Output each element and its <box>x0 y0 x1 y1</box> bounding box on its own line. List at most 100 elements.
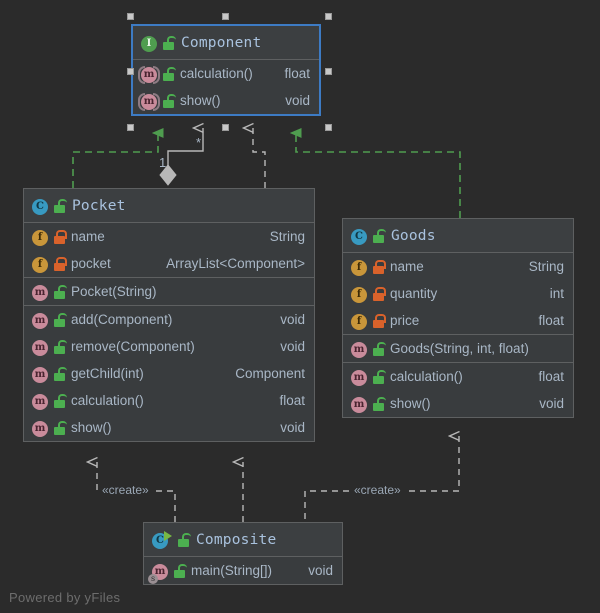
selection-handle-sw[interactable] <box>127 124 134 131</box>
field-icon: f <box>351 312 367 330</box>
selection-handle-e[interactable] <box>325 68 332 75</box>
goods-title-compartment: C Goods <box>343 219 573 252</box>
member-type: void <box>285 93 310 108</box>
field-row[interactable]: f pocket ArrayList<Component> <box>24 250 314 277</box>
method-name: getChild(int) <box>71 366 144 381</box>
pocket-title-row[interactable]: C Pocket <box>24 189 314 222</box>
method-row[interactable]: m remove(Component) void <box>24 333 314 360</box>
aggregation-target-multiplicity: * <box>196 135 202 150</box>
selection-handle-nw[interactable] <box>127 13 134 20</box>
method-icon: m <box>351 395 367 413</box>
component-members-compartment: m calculation() float m show() void <box>133 59 319 114</box>
yfiles-watermark: Powered by yFiles <box>9 590 121 605</box>
constructor-name: Goods(String, int, float) <box>390 341 529 356</box>
member-type: float <box>284 66 310 81</box>
method-row[interactable]: m show() void <box>24 414 314 441</box>
method-type: void <box>280 339 305 354</box>
component-title-row[interactable]: I Component <box>133 26 319 59</box>
constructor-name: Pocket(String) <box>71 284 157 299</box>
goods-fields-compartment: f name String f quantity int f price flo… <box>343 252 573 334</box>
method-row[interactable]: m add(Component) void <box>24 306 314 333</box>
field-type: float <box>538 313 564 328</box>
unlock-icon <box>173 563 187 578</box>
method-name: add(Component) <box>71 312 173 327</box>
selection-handle-s[interactable] <box>222 124 229 131</box>
method-name: main(String[]) <box>191 563 273 578</box>
lock-icon <box>53 229 67 244</box>
method-row[interactable]: m calculation() float <box>343 363 573 390</box>
field-type: int <box>549 286 564 301</box>
method-icon: m <box>32 392 48 410</box>
member-row[interactable]: m show() void <box>133 87 319 114</box>
method-icon: m <box>32 365 48 383</box>
class-node-component[interactable]: I Component m calculation() float m show… <box>131 24 321 116</box>
method-name: remove(Component) <box>71 339 195 354</box>
unlock-icon <box>53 198 67 213</box>
selection-handle-ne[interactable] <box>325 13 332 20</box>
field-icon: f <box>351 285 367 303</box>
method-type: void <box>539 396 564 411</box>
method-type: float <box>279 393 305 408</box>
unlock-icon <box>53 339 67 354</box>
method-row[interactable]: m getChild(int) Component <box>24 360 314 387</box>
edge-dependency-pocket-component[interactable] <box>253 128 266 188</box>
unlock-icon <box>372 341 386 356</box>
edge-realization-goods-component[interactable] <box>296 133 461 218</box>
pocket-name: Pocket <box>72 197 126 214</box>
unlock-icon <box>53 312 67 327</box>
field-name: name <box>71 229 105 244</box>
constructor-row[interactable]: m Goods(String, int, float) <box>343 335 573 362</box>
goods-title-row[interactable]: C Goods <box>343 219 573 252</box>
field-name: price <box>390 313 420 328</box>
goods-name: Goods <box>391 227 436 244</box>
composite-title-row[interactable]: C Composite <box>144 523 342 556</box>
method-type: void <box>308 563 333 578</box>
class-node-goods[interactable]: C Goods f name String f quantity int f <box>342 218 574 418</box>
field-type: String <box>269 229 305 244</box>
create-stereotype-right: «create» <box>351 483 404 497</box>
lock-icon <box>372 313 386 328</box>
selection-handle-n[interactable] <box>222 13 229 20</box>
method-abstract-icon: m <box>141 92 157 110</box>
lock-icon <box>372 259 386 274</box>
class-node-pocket[interactable]: C Pocket f name String f pocket ArrayLis… <box>23 188 315 442</box>
unlock-icon <box>162 35 176 50</box>
method-abstract-icon: m <box>141 65 157 83</box>
method-icon: m <box>32 338 48 356</box>
method-name: calculation() <box>390 369 463 384</box>
method-type: void <box>280 312 305 327</box>
field-name: name <box>390 259 424 274</box>
goods-constructors-compartment: m Goods(String, int, float) <box>343 334 573 362</box>
edge-realization-pocket-component[interactable] <box>72 133 158 188</box>
method-name: show() <box>390 396 431 411</box>
selection-handle-se[interactable] <box>325 124 332 131</box>
pocket-methods-compartment: m add(Component) void m remove(Component… <box>24 305 314 441</box>
unlock-icon <box>53 366 67 381</box>
member-name: calculation() <box>180 66 253 81</box>
method-type: float <box>538 369 564 384</box>
field-type: String <box>528 259 564 274</box>
field-row[interactable]: f name String <box>343 253 573 280</box>
field-row[interactable]: f quantity int <box>343 280 573 307</box>
member-row[interactable]: m calculation() float <box>133 60 319 87</box>
unlock-icon <box>372 369 386 384</box>
method-row[interactable]: m calculation() float <box>24 387 314 414</box>
field-icon: f <box>351 258 367 276</box>
component-name: Component <box>181 34 262 51</box>
field-row[interactable]: f name String <box>24 223 314 250</box>
field-icon: f <box>32 228 48 246</box>
field-row[interactable]: f price float <box>343 307 573 334</box>
aggregation-source-multiplicity: 1 <box>159 155 167 170</box>
class-icon: C <box>351 227 367 245</box>
unlock-icon <box>177 532 191 547</box>
method-row[interactable]: m show() void <box>343 390 573 417</box>
method-icon: m <box>351 368 367 386</box>
constructor-row[interactable]: m Pocket(String) <box>24 278 314 305</box>
selection-handle-w[interactable] <box>127 68 134 75</box>
unlock-icon <box>53 420 67 435</box>
field-type: ArrayList<Component> <box>166 256 305 271</box>
